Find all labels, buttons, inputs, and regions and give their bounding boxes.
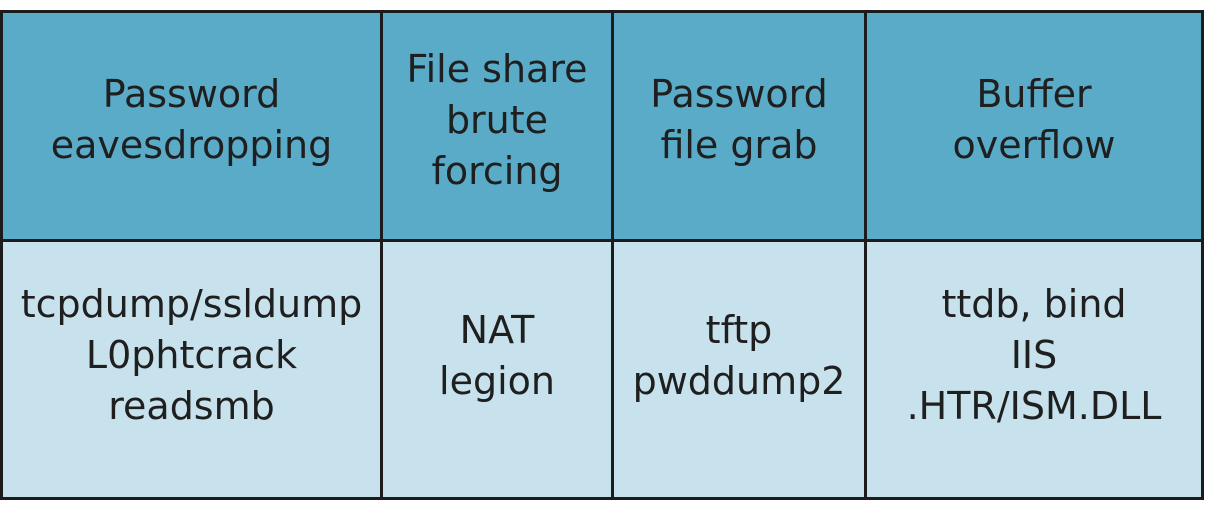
header-cell-buffer-overflow: Buffer overflow: [867, 13, 1201, 242]
header-cell-password-file-grab: Password file grab: [614, 13, 867, 242]
header-label: File share brute forcing: [406, 46, 588, 193]
tools-text: NAT legion: [439, 307, 555, 403]
tools-text: tftp pwddump2: [632, 307, 846, 403]
attack-tools-table: Password eavesdropping File share brute …: [0, 10, 1204, 500]
header-cell-file-share-brute-forcing: File share brute forcing: [383, 13, 614, 242]
tools-text: tcpdump/ssldump L0phtcrack readsmb: [20, 282, 363, 428]
tools-cell-buffer-overflow: ttdb, bind IIS .HTR/ISM.DLL: [867, 242, 1201, 497]
tools-cell-file-share-brute-forcing: NAT legion: [383, 242, 614, 497]
tools-cell-password-file-grab: tftp pwddump2: [614, 242, 867, 497]
header-label: Password file grab: [650, 72, 828, 167]
header-cell-password-eavesdropping: Password eavesdropping: [0, 13, 383, 242]
tools-text: ttdb, bind IIS .HTR/ISM.DLL: [906, 282, 1162, 428]
header-label: Buffer overflow: [952, 72, 1116, 167]
header-label: Password eavesdropping: [50, 72, 333, 167]
tools-cell-password-eavesdropping: tcpdump/ssldump L0phtcrack readsmb: [0, 242, 383, 497]
